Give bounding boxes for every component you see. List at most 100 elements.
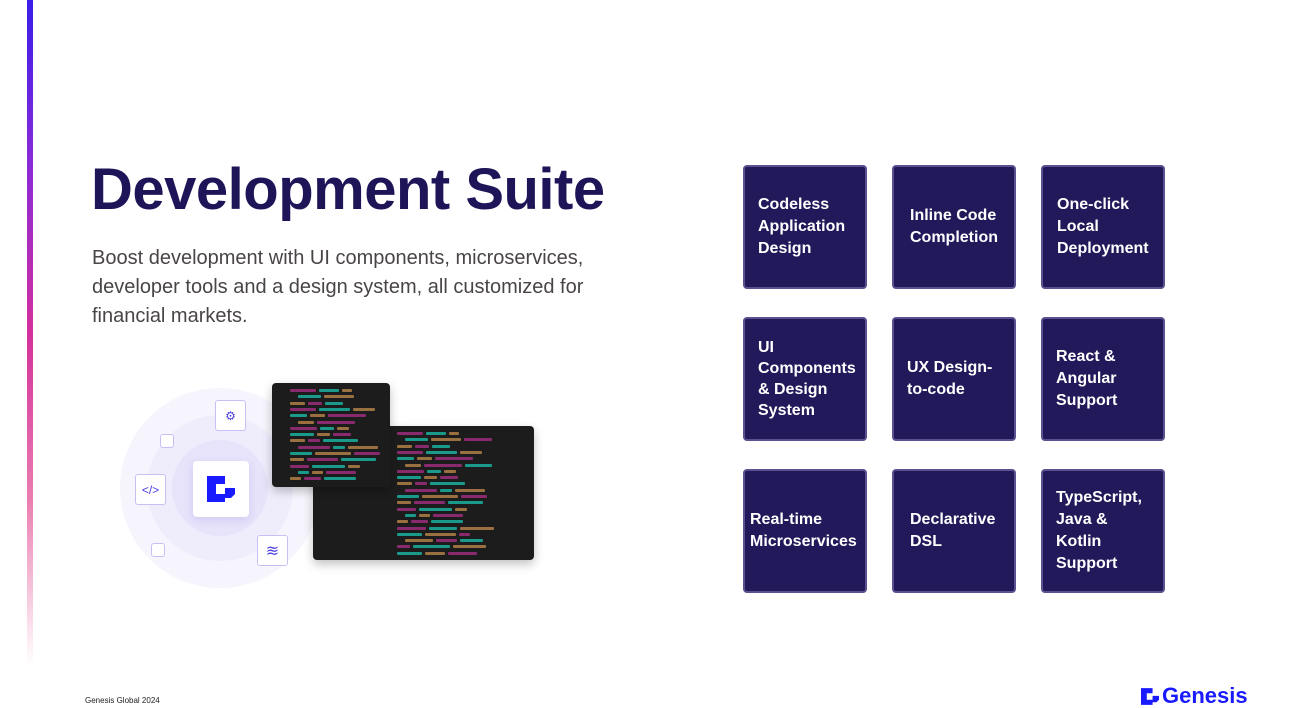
code-line xyxy=(353,407,375,411)
code-line xyxy=(444,469,456,473)
code-line xyxy=(449,432,459,435)
code-line xyxy=(433,513,463,517)
code-line xyxy=(397,457,414,461)
code-line xyxy=(290,389,316,392)
brand-logo: Genesis xyxy=(1141,683,1248,708)
code-line xyxy=(424,476,437,480)
feature-card: TypeScript, Java & Kotlin Support xyxy=(1041,469,1165,593)
code-line xyxy=(337,426,349,430)
code-line xyxy=(328,414,366,418)
code-line xyxy=(427,469,441,473)
code-line xyxy=(419,513,430,517)
code-line xyxy=(320,426,334,430)
code-line xyxy=(459,532,470,536)
code-line xyxy=(411,520,428,524)
code-line xyxy=(308,439,320,443)
code-line xyxy=(436,539,457,543)
page-title: Development Suite xyxy=(91,157,605,222)
code-line xyxy=(397,482,412,486)
footer-copyright: Genesis Global 2024 xyxy=(85,696,160,705)
code-line xyxy=(323,439,358,443)
code-line xyxy=(290,407,316,411)
code-line xyxy=(405,463,421,467)
code-editor-window xyxy=(313,426,534,560)
code-line xyxy=(298,395,321,399)
code-line xyxy=(460,539,483,543)
code-icon: </> xyxy=(135,474,166,505)
feature-card: Inline Code Completion xyxy=(892,165,1016,289)
code-line xyxy=(397,545,410,549)
code-line xyxy=(312,470,323,474)
code-line xyxy=(424,463,462,467)
feature-card: Real-time Microservices xyxy=(743,469,867,593)
feature-label: Codeless Application Design xyxy=(758,196,846,257)
code-line xyxy=(414,501,445,505)
feature-label: TypeScript, Java & Kotlin Support xyxy=(1056,489,1142,572)
feature-label: Real-time Microservices xyxy=(750,511,857,550)
code-line xyxy=(308,401,322,405)
subtitle: Boost development with UI components, mi… xyxy=(92,247,584,327)
code-editor-window xyxy=(272,383,390,487)
code-line xyxy=(440,488,452,492)
code-line xyxy=(397,507,416,511)
feature-card: UI Components & Design System xyxy=(743,317,867,441)
code-line xyxy=(426,432,446,435)
feature-card: One-click Local Deployment xyxy=(1041,165,1165,289)
code-line xyxy=(290,452,312,455)
settings-sliders-icon: ⚙ xyxy=(215,400,246,431)
code-line xyxy=(431,520,463,524)
feature-label: One-click Local Deployment xyxy=(1057,196,1149,257)
code-line xyxy=(312,464,345,468)
code-line xyxy=(397,532,422,536)
code-line xyxy=(417,457,432,461)
feature-card: Codeless Application Design xyxy=(743,165,867,289)
code-line xyxy=(397,432,423,435)
code-line xyxy=(397,450,423,454)
brand-name: Genesis xyxy=(1162,683,1248,708)
code-line xyxy=(397,476,421,480)
code-line xyxy=(397,520,408,524)
code-line xyxy=(461,495,487,498)
code-line xyxy=(405,488,437,492)
code-line xyxy=(310,414,325,418)
code-line xyxy=(397,526,426,530)
feature-card: UX Design-to-code xyxy=(892,317,1016,441)
code-line xyxy=(348,464,360,468)
genesis-logo-icon xyxy=(1141,687,1159,705)
feature-label: Declarative DSL xyxy=(910,511,996,550)
code-line xyxy=(317,420,355,424)
code-line xyxy=(405,539,433,543)
code-line xyxy=(333,433,351,437)
code-line xyxy=(435,457,473,461)
code-line xyxy=(415,482,427,486)
code-line xyxy=(324,395,354,399)
code-line xyxy=(415,444,429,448)
layers-icon: ≋ xyxy=(257,535,288,566)
feature-card: Declarative DSL xyxy=(892,469,1016,593)
code-line xyxy=(290,458,304,462)
code-line xyxy=(430,482,465,486)
code-line xyxy=(431,438,461,442)
code-line xyxy=(465,463,492,467)
code-line xyxy=(397,495,419,498)
code-line xyxy=(342,389,352,392)
code-line xyxy=(317,433,330,437)
code-line xyxy=(455,488,485,492)
code-line xyxy=(453,545,486,549)
accent-bar xyxy=(27,0,33,665)
code-line xyxy=(354,452,380,455)
code-line xyxy=(422,495,458,498)
code-line xyxy=(397,469,424,473)
code-line xyxy=(405,438,428,442)
code-line xyxy=(460,450,482,454)
code-line xyxy=(460,526,494,530)
code-line xyxy=(333,445,345,449)
code-line xyxy=(290,464,309,468)
code-line xyxy=(304,477,321,481)
code-line xyxy=(341,458,376,462)
square-decor-icon xyxy=(151,543,165,557)
code-line xyxy=(448,551,477,555)
code-line xyxy=(326,470,356,474)
code-line xyxy=(324,477,356,481)
code-line xyxy=(413,545,450,549)
